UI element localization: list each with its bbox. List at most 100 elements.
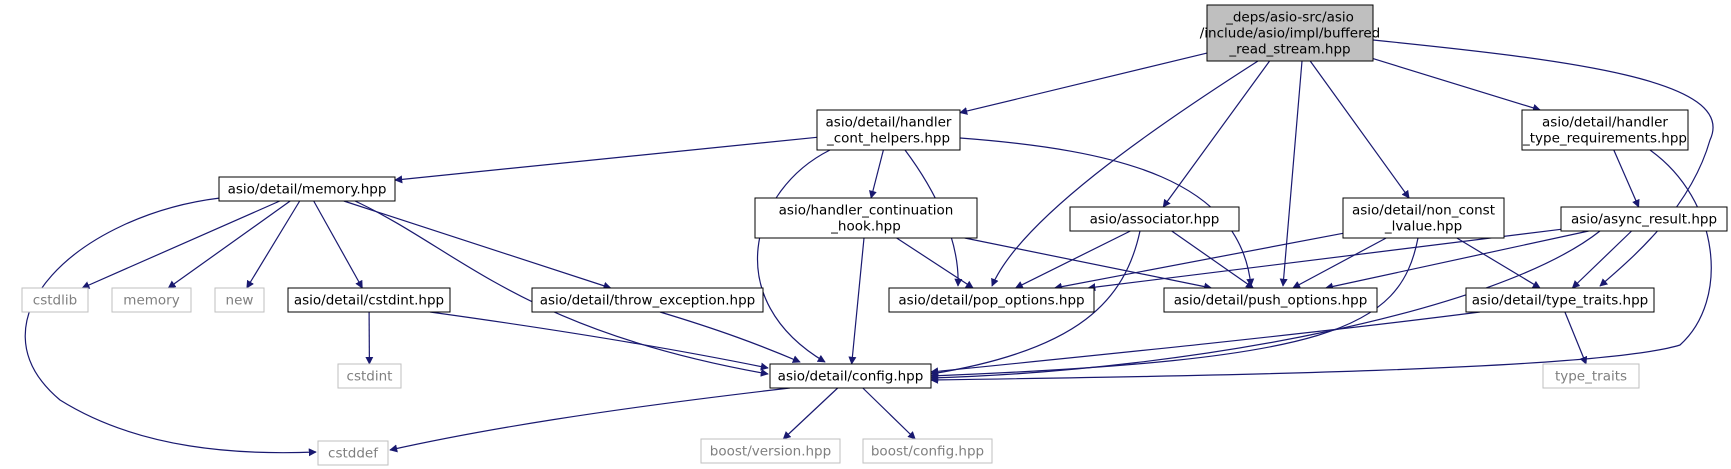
node-box-type_traits bbox=[1542, 363, 1640, 389]
node-label-push_options-line-0: asio/detail/push_options.hpp bbox=[1174, 293, 1368, 309]
node-config[interactable]: asio/detail/config.hpp bbox=[769, 363, 932, 389]
edge-handler_cont_helpers-to-handler_continuation_hook bbox=[869, 149, 884, 199]
node-label-handler_type_requirements-line-0: asio/detail/handler bbox=[1542, 115, 1668, 131]
node-cstdint_hpp[interactable]: asio/detail/cstdint.hpp bbox=[287, 287, 451, 313]
node-associator[interactable]: asio/associator.hpp bbox=[1069, 206, 1240, 232]
edge-memory_hpp-to-memory bbox=[167, 200, 291, 289]
node-box-boost_config bbox=[862, 438, 993, 464]
node-non_const_lvalue[interactable]: asio/detail/non_const_lvalue.hpp bbox=[1342, 197, 1505, 239]
node-label-associator-line-0: asio/associator.hpp bbox=[1090, 212, 1220, 228]
node-label-handler_continuation_hook-line-1: _hook.hpp bbox=[830, 219, 901, 235]
node-box-memory_hpp bbox=[218, 176, 396, 202]
edge-async_result-to-pop_options bbox=[1087, 228, 1562, 292]
edge-cstdint_hpp-to-config bbox=[429, 311, 769, 371]
node-box-push_options bbox=[1163, 287, 1378, 313]
edge-root-to-push_options bbox=[1279, 60, 1303, 287]
edge-handler_continuation_hook-to-push_options bbox=[964, 237, 1213, 291]
node-label-root-line-2: _read_stream.hpp bbox=[1228, 42, 1350, 58]
node-label-root-line-0: _deps/asio-src/asio bbox=[1225, 10, 1354, 26]
node-box-memory bbox=[111, 287, 192, 313]
edge-root-to-pop_options bbox=[991, 60, 1259, 287]
node-label-boost_version-line-0: boost/version.hpp bbox=[710, 444, 831, 460]
node-label-non_const_lvalue-line-1: _lvalue.hpp bbox=[1384, 219, 1462, 235]
edge-root-to-handler_cont_helpers bbox=[959, 52, 1208, 115]
edge-memory_hpp-to-throw_exception bbox=[343, 200, 612, 290]
node-handler_continuation_hook[interactable]: asio/handler_continuation_hook.hpp bbox=[754, 197, 978, 239]
node-label-boost_config-line-0: boost/config.hpp bbox=[871, 444, 984, 460]
node-label-handler_type_requirements-line-1: _type_requirements.hpp bbox=[1522, 131, 1687, 147]
node-box-non_const_lvalue bbox=[1342, 197, 1505, 239]
edge-root-to-associator bbox=[1162, 60, 1271, 208]
node-box-throw_exception bbox=[531, 287, 764, 313]
node-push_options[interactable]: asio/detail/push_options.hpp bbox=[1163, 287, 1378, 313]
node-label-new-line-0: new bbox=[226, 293, 254, 309]
node-label-memory_hpp-line-0: asio/detail/memory.hpp bbox=[228, 182, 387, 198]
node-async_result[interactable]: asio/async_result.hpp bbox=[1560, 206, 1728, 232]
node-label-non_const_lvalue-line-0: asio/detail/non_const bbox=[1352, 203, 1495, 219]
edge-async_result-to-push_options bbox=[1325, 230, 1589, 291]
node-label-cstdlib-line-0: cstdlib bbox=[33, 293, 77, 309]
node-boost_version: boost/version.hpp bbox=[700, 438, 841, 464]
edge-handler_cont_helpers-to-push_options bbox=[959, 137, 1255, 287]
edge-async_result-to-type_traits_hpp bbox=[1571, 230, 1633, 289]
node-box-root bbox=[1206, 4, 1374, 62]
node-label-root-line-1: /include/asio/impl/buffered bbox=[1200, 26, 1381, 42]
node-handler_type_requirements[interactable]: asio/detail/handler_type_requirements.hp… bbox=[1521, 109, 1689, 151]
node-throw_exception[interactable]: asio/detail/throw_exception.hpp bbox=[531, 287, 764, 313]
edges-layer bbox=[24, 39, 1714, 457]
edge-throw_exception-to-config bbox=[659, 311, 801, 363]
edge-config-to-boost_version bbox=[782, 387, 839, 440]
edge-root-to-type_traits_hpp bbox=[1372, 39, 1714, 287]
node-box-cstddef bbox=[317, 440, 389, 466]
edge-root-to-non_const_lvalue bbox=[1309, 60, 1410, 199]
node-cstdint: cstdint bbox=[337, 363, 402, 389]
node-label-type_traits_hpp-line-0: asio/detail/type_traits.hpp bbox=[1472, 293, 1648, 309]
edge-memory_hpp-to-config bbox=[354, 200, 769, 377]
edge-memory_hpp-to-cstdlib bbox=[81, 200, 281, 289]
node-cstddef: cstddef bbox=[317, 440, 389, 466]
node-memory_hpp[interactable]: asio/detail/memory.hpp bbox=[218, 176, 396, 202]
node-memory: memory bbox=[111, 287, 192, 313]
edge-non_const_lvalue-to-push_options bbox=[1292, 237, 1387, 289]
node-label-cstdint_hpp-line-0: asio/detail/cstdint.hpp bbox=[294, 293, 444, 309]
node-box-handler_type_requirements bbox=[1521, 109, 1689, 151]
edge-handler_type_requirements-to-async_result bbox=[1613, 149, 1640, 208]
edge-root-to-handler_type_requirements bbox=[1372, 58, 1541, 112]
node-box-async_result bbox=[1560, 206, 1728, 232]
node-box-boost_version bbox=[700, 438, 841, 464]
node-pop_options[interactable]: asio/detail/pop_options.hpp bbox=[888, 287, 1095, 313]
edge-associator-to-config bbox=[930, 230, 1141, 377]
edge-associator-to-pop_options bbox=[1014, 230, 1131, 289]
edge-type_traits_hpp-to-config bbox=[930, 311, 1481, 376]
nodes-layer: _deps/asio-src/asio/include/asio/impl/bu… bbox=[21, 4, 1728, 466]
edge-async_result-to-config bbox=[930, 230, 1601, 382]
edge-handler_cont_helpers-to-memory_hpp bbox=[394, 136, 818, 184]
edge-config-to-cstddef bbox=[389, 387, 791, 453]
node-handler_cont_helpers[interactable]: asio/detail/handler_cont_helpers.hpp bbox=[816, 109, 961, 151]
node-label-pop_options-line-0: asio/detail/pop_options.hpp bbox=[898, 293, 1084, 309]
edge-non_const_lvalue-to-type_traits_hpp bbox=[1456, 237, 1541, 289]
node-root[interactable]: _deps/asio-src/asio/include/asio/impl/bu… bbox=[1200, 4, 1381, 62]
edge-type_traits_hpp-to-type_traits bbox=[1564, 311, 1588, 365]
node-box-handler_continuation_hook bbox=[754, 197, 978, 239]
node-label-cstddef-line-0: cstddef bbox=[328, 446, 379, 462]
node-type_traits_hpp[interactable]: asio/detail/type_traits.hpp bbox=[1465, 287, 1655, 313]
edge-memory_hpp-to-cstddef bbox=[24, 197, 317, 457]
node-label-handler_cont_helpers-line-0: asio/detail/handler bbox=[826, 115, 952, 131]
edge-memory_hpp-to-cstdint_hpp bbox=[313, 200, 363, 289]
node-label-async_result-line-0: asio/async_result.hpp bbox=[1571, 212, 1717, 228]
edge-memory_hpp-to-new bbox=[246, 200, 301, 289]
node-label-cstdint-line-0: cstdint bbox=[347, 369, 393, 385]
node-box-config bbox=[769, 363, 932, 389]
node-label-config-line-0: asio/detail/config.hpp bbox=[778, 369, 924, 385]
node-label-type_traits-line-0: type_traits bbox=[1555, 369, 1627, 385]
node-box-new bbox=[214, 287, 265, 313]
node-box-pop_options bbox=[888, 287, 1095, 313]
node-label-throw_exception-line-0: asio/detail/throw_exception.hpp bbox=[540, 293, 755, 309]
edge-handler_type_requirements-to-config bbox=[930, 149, 1712, 384]
edge-handler_continuation_hook-to-config bbox=[848, 237, 865, 365]
node-cstdlib: cstdlib bbox=[21, 287, 89, 313]
edge-non_const_lvalue-to-pop_options bbox=[1053, 232, 1344, 291]
node-boost_config: boost/config.hpp bbox=[862, 438, 993, 464]
node-box-type_traits_hpp bbox=[1465, 287, 1655, 313]
